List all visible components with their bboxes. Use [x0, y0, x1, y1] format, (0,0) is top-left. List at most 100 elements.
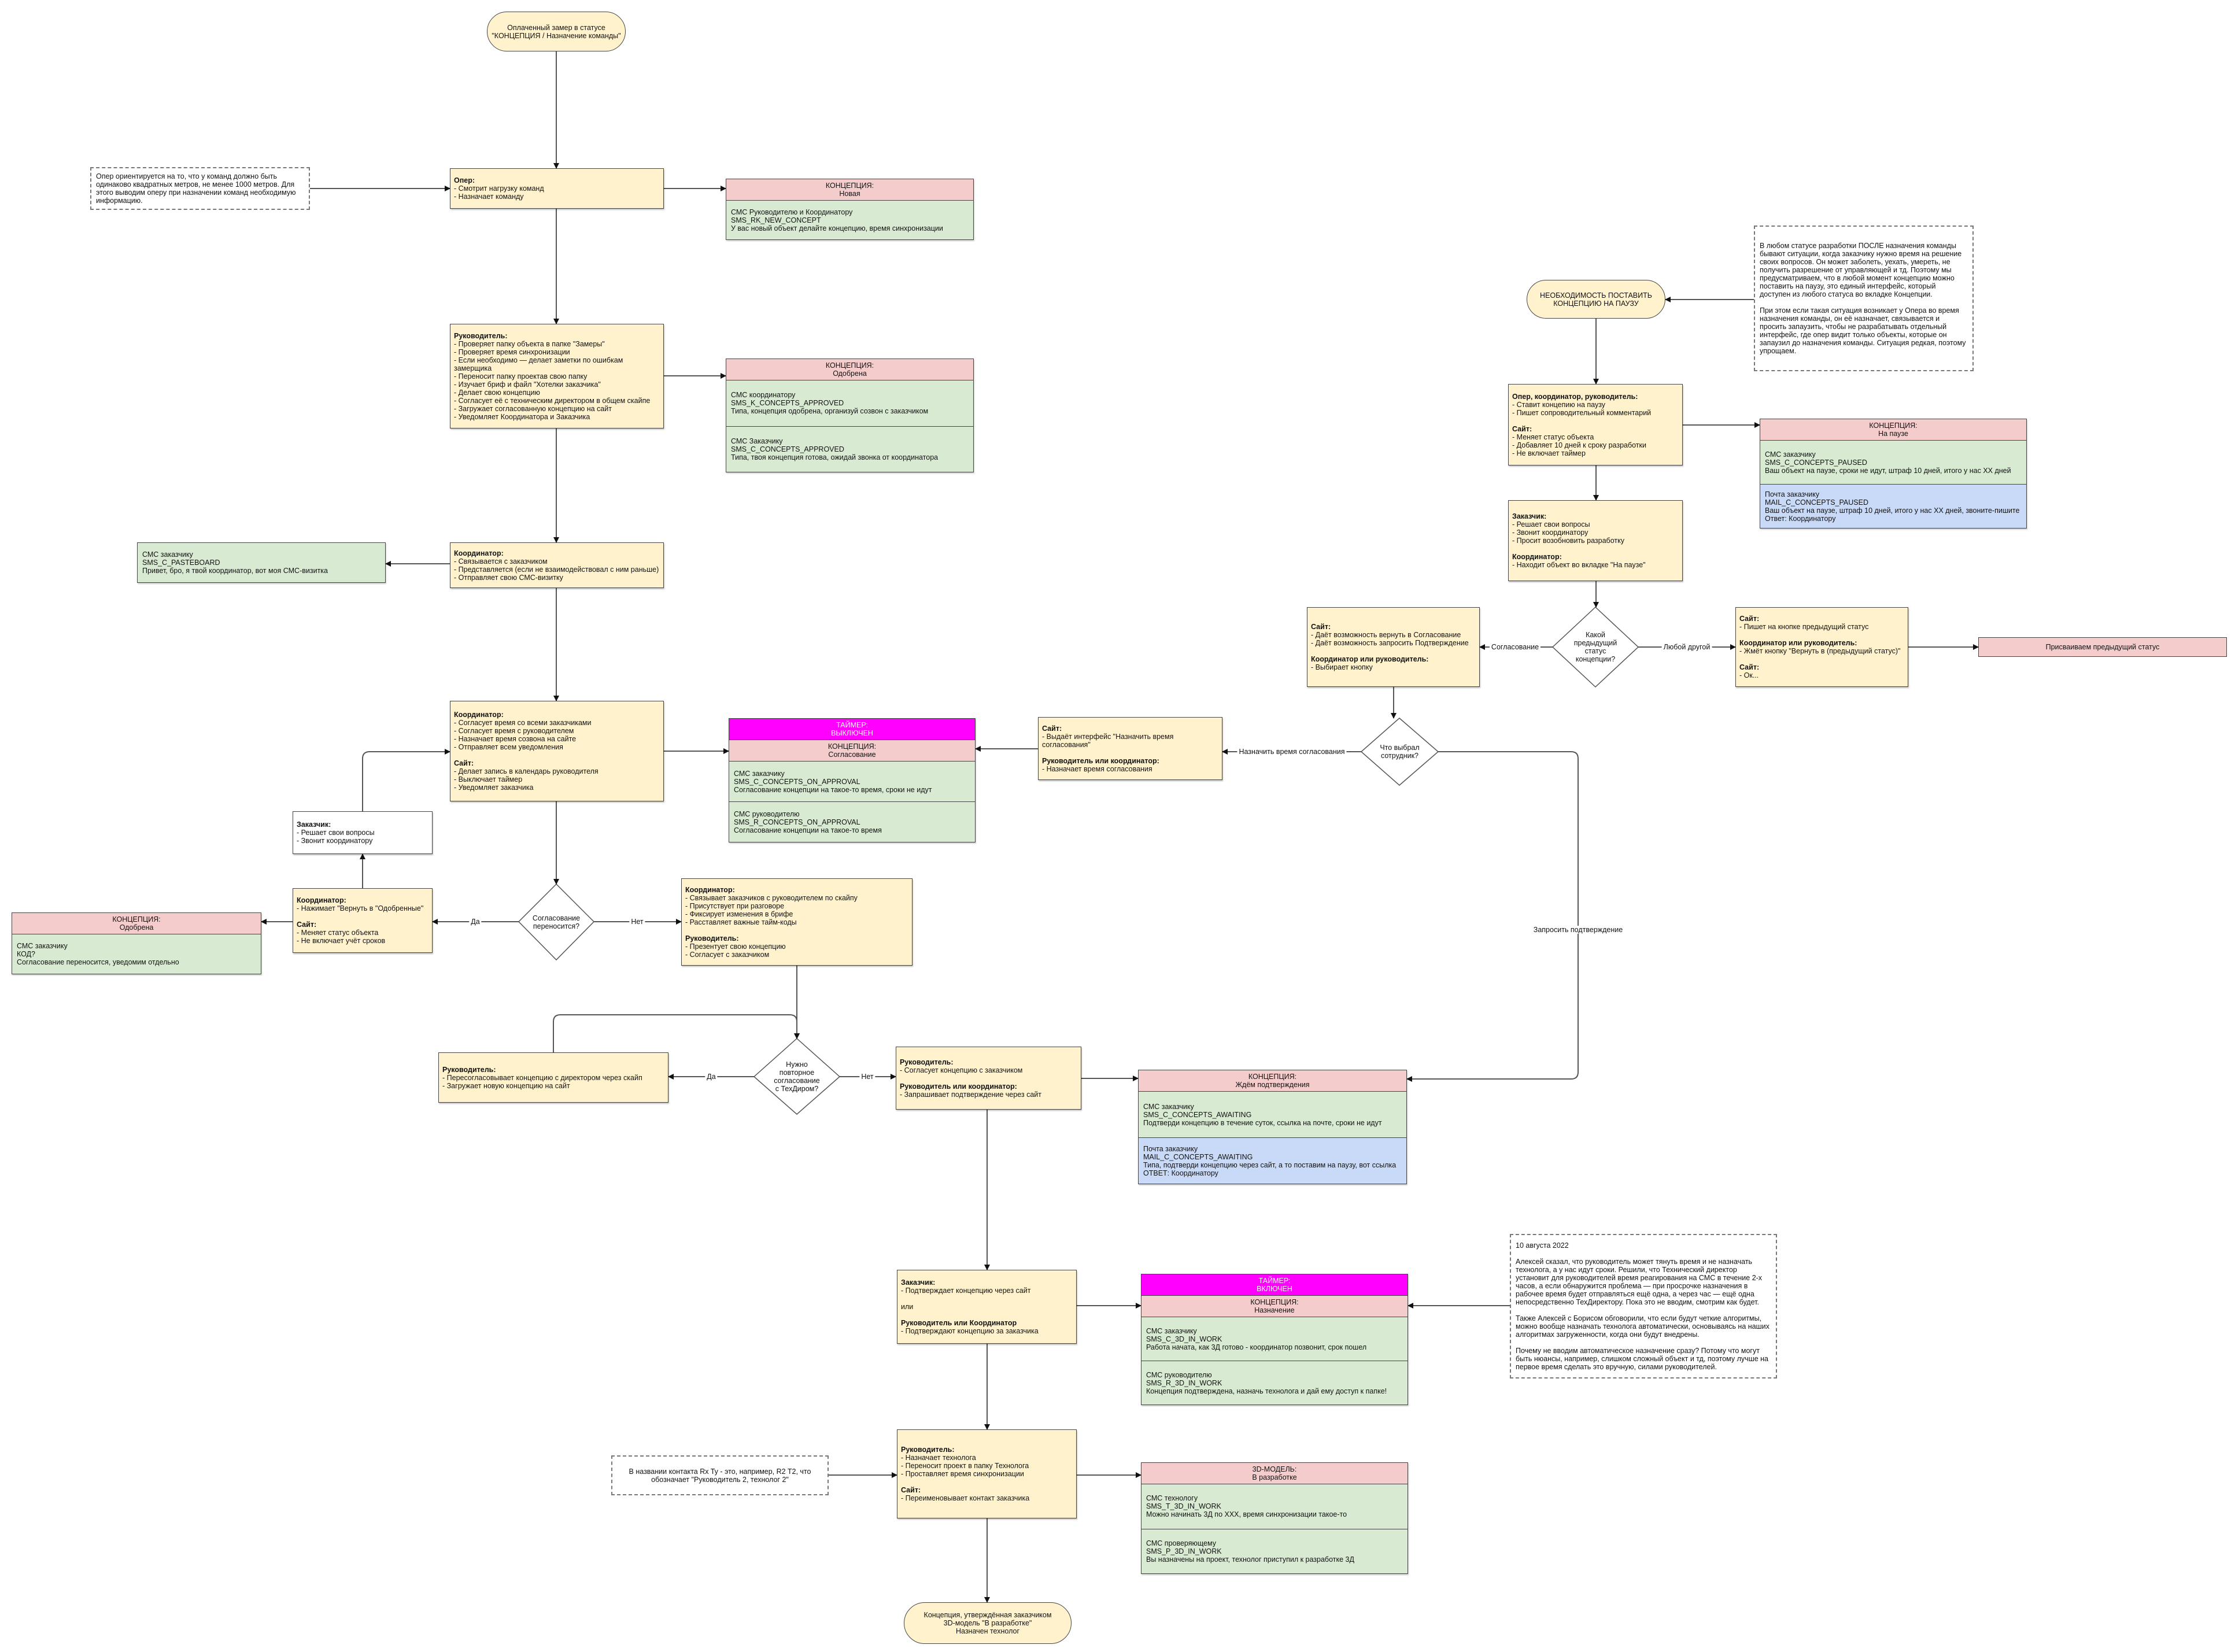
process-site-set-time[interactable]: Сайт:- Выдаёт интерфейс "Назначить время… [1038, 717, 1222, 780]
section-title: Сайт: [454, 759, 474, 767]
decision-postponed-shape [518, 883, 595, 961]
process-manager-concept[interactable]: Руководитель:- Проверяет папку объекта в… [450, 324, 664, 428]
message-line: Ответ: Координатору [1765, 514, 1836, 523]
note-paragraph: Почему не вводим автоматическое назначен… [1516, 1347, 1769, 1371]
message-line: СМС Заказчику [731, 437, 783, 445]
message-line: SMS_C_3D_IN_WORK [1146, 1335, 1222, 1343]
process-client-questions[interactable]: Заказчик:- Решает свои вопросы- Звонит к… [293, 811, 433, 854]
section-item: - Звонит координатору [297, 837, 373, 845]
message-line: Согласование концепции на такое-то время [734, 826, 882, 834]
process-coordinator-contact[interactable]: Координатор:- Связывается с заказчиком- … [450, 542, 664, 588]
section-title: Опер: [454, 176, 475, 184]
text-line: "КОНЦЕПЦИЯ / Назначение команды" [492, 31, 621, 40]
section-title: Руководитель: [442, 1065, 496, 1074]
process-section: Руководитель или координатор:- Запрашива… [900, 1082, 1077, 1099]
process-coordinator-return[interactable]: Координатор:- Нажимает "Вернуть в "Одобр… [293, 888, 433, 953]
text-line: Согласование [532, 914, 581, 922]
message-line: Типа, твоя концепция готова, ожидай звон… [731, 453, 939, 461]
process-section: Руководитель:- Пересогласовывает концепц… [442, 1066, 664, 1090]
section-item: - Переносит проект в папку Технолога [901, 1462, 1029, 1470]
process-manager-assign-technologist[interactable]: Руководитель:- Назначает технолога- Пере… [897, 1429, 1077, 1518]
note-paragraph: 10 августа 2022 [1516, 1241, 1569, 1250]
flow-client-to-schedule [362, 749, 450, 811]
process-coordinator-schedule[interactable]: Координатор:- Согласует время со всеми з… [450, 701, 664, 801]
status-header: КОНЦЕПЦИЯ:Ждём подтверждения [1139, 1070, 1406, 1092]
section-item: - Делает запись в календарь руководителя [454, 767, 599, 775]
section-item: - Проверяет папку объекта в папке "Замер… [454, 339, 605, 348]
edge-label-no: Нет [859, 1073, 875, 1081]
status-label: КОНЦЕПЦИЯ: [825, 182, 874, 190]
process-site-choice[interactable]: Сайт:- Даёт возможность вернуть в Соглас… [1307, 607, 1480, 687]
text-line: статус [1584, 647, 1606, 655]
process-client-resume[interactable]: Заказчик:- Решает свои вопросы- Звонит к… [1508, 500, 1683, 581]
process-section: Координатор:- Связывается с заказчиком- … [454, 549, 660, 582]
message-line: SMS_C_CONCEPTS_PAUSED [1765, 458, 1867, 467]
message-line: Работа начата, как 3Д готово - координат… [1146, 1343, 1367, 1351]
status-value: Ждём подтверждения [1235, 1081, 1310, 1089]
message-line: MAIL_C_CONCEPTS_PAUSED [1765, 498, 1868, 507]
message-line: Вы назначены на проект, технолог приступ… [1146, 1555, 1354, 1564]
process-coordinator-call[interactable]: Координатор:- Связывает заказчиков с рук… [681, 878, 913, 966]
section-item: - Переносит папку проектав свою папку [454, 372, 588, 380]
text-line: повторное [779, 1068, 815, 1077]
assign-prev-status-box[interactable]: Присваиваем предыдущий статус [1978, 637, 2227, 657]
text-line: сотрудник? [1380, 752, 1419, 760]
message-line: СМС руководителю [1146, 1370, 1212, 1379]
process-section: Сайт:- Ок... [1739, 663, 1904, 679]
status-header: КОНЦЕПЦИЯ:Новая [726, 179, 973, 201]
process-oper-assign-team[interactable]: Опер:- Смотрит нагрузку команд- Назначае… [450, 168, 664, 209]
section-item: - Расставляет важные тайм-коды [685, 918, 797, 926]
message-line: Подтверди концепцию в течение суток, ссы… [1143, 1118, 1382, 1127]
section-item: - Находит объект во вкладке "На паузе" [1512, 561, 1646, 569]
section-item: - Фиксирует изменения в брифе [685, 910, 793, 918]
text-line: Оплаченный замер в статусе [507, 23, 605, 32]
edge-label-yes: Да [705, 1073, 718, 1081]
timer-label: ТАЙМЕР: [836, 721, 868, 729]
process-pause[interactable]: Опер, координатор, руководитель:- Ставит… [1508, 384, 1683, 465]
section-item: - Если необходимо — делает заметки по ош… [454, 356, 623, 372]
process-manager-agree[interactable]: Руководитель:- Согласует концепцию с зак… [896, 1047, 1081, 1110]
message-line: Почта заказчику [1765, 490, 1820, 498]
section-item: - Проставляет время синхронизации [901, 1470, 1024, 1478]
section-item: - Даёт возможность вернуть в Согласовани… [1311, 631, 1461, 639]
process-site-prev-status[interactable]: Сайт:- Пишет на кнопке предыдущий статус… [1735, 607, 1908, 687]
note-paragraph: В любом статусе разработки ПОСЛЕ назначе… [1760, 242, 1962, 298]
start-terminator[interactable]: Оплаченный замер в статусе"КОНЦЕПЦИЯ / Н… [487, 12, 626, 51]
message-line: СМС проверяющему [1146, 1539, 1216, 1547]
section-title: Координатор или руководитель: [1311, 655, 1429, 663]
section-title: Сайт: [297, 921, 317, 929]
section-item: - Звонит координатору [1512, 529, 1588, 537]
status-label: КОНЦЕПЦИЯ: [825, 361, 874, 369]
process-client-confirm[interactable]: Заказчик:- Подтверждает концепцию через … [897, 1270, 1077, 1344]
section-item: - Подтверждают концепцию за заказчика [901, 1327, 1039, 1335]
process-section: Координатор или руководитель:- Выбирает … [1311, 655, 1476, 671]
process-manager-reapprove[interactable]: Руководитель:- Пересогласовывает концепц… [438, 1052, 668, 1103]
message-line: Можно начинать 3Д по XXX, время синхрони… [1146, 1510, 1347, 1519]
section-item: - Согласует её с техническим директором … [454, 396, 651, 405]
message-line: Согласование концепции на такое-то время… [734, 785, 932, 794]
process-section: Руководитель:- Назначает технолога- Пере… [901, 1446, 1073, 1478]
section-title: Координатор: [297, 896, 346, 904]
edge-label-set-time: Назначить время согласования [1237, 748, 1347, 756]
message-line: SMS_C_PASTEBOARD [142, 559, 220, 567]
section-item: - Пишет на кнопке предыдущий статус [1739, 623, 1869, 631]
message-line: SMS_C_CONCEPTS_ON_APPROVAL [734, 777, 860, 786]
